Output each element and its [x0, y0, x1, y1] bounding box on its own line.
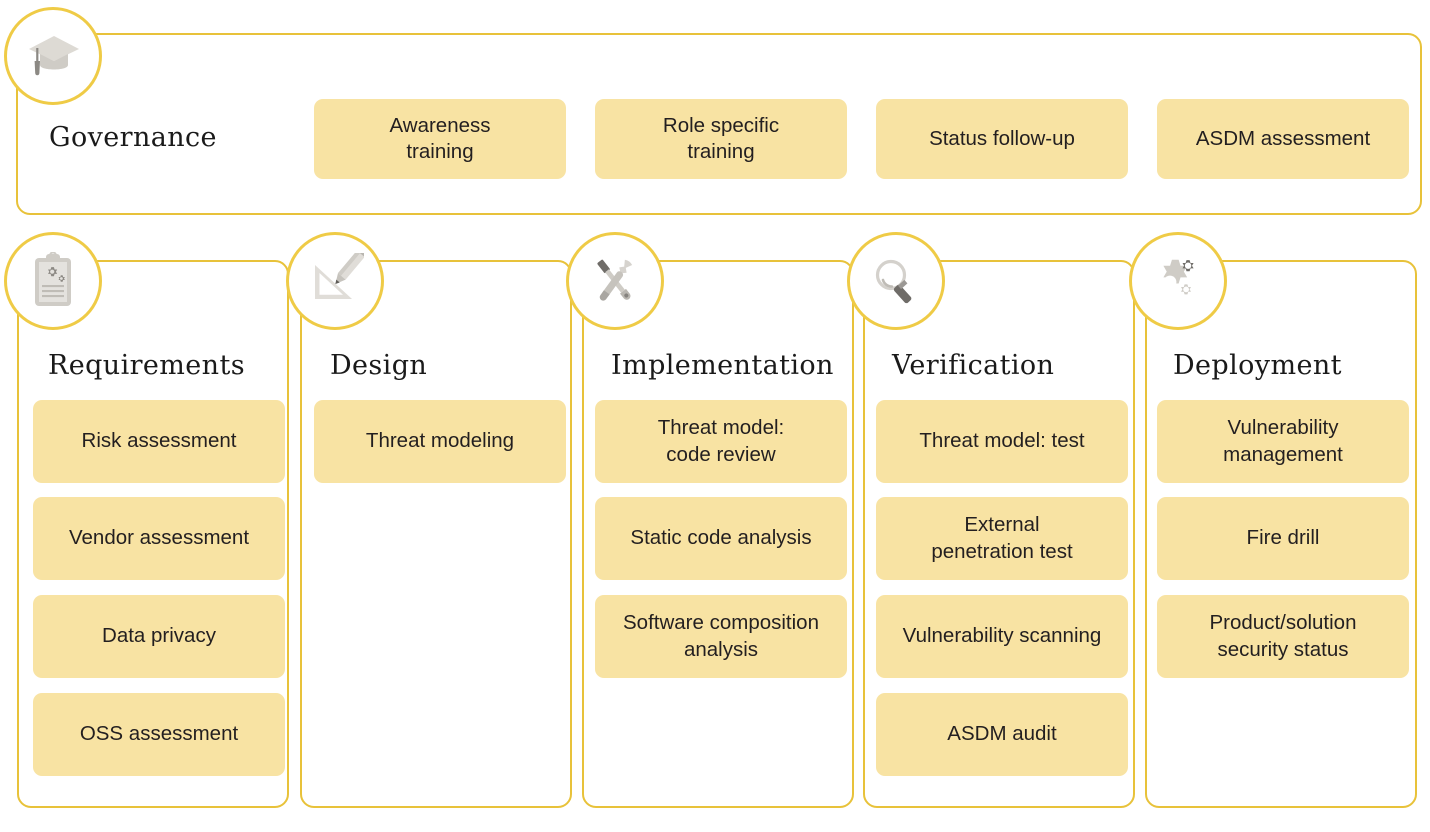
phase-card-threat-model-test[interactable]: Threat model: test [876, 400, 1128, 483]
phase-card-threat-model-code-review[interactable]: Threat model:code review [595, 400, 847, 483]
ruler-pencil-icon-badge [286, 232, 384, 330]
phase-title-implementation: Implementation [611, 350, 834, 381]
phase-card-asdm-audit[interactable]: ASDM audit [876, 693, 1128, 776]
gears-icon [1149, 254, 1207, 308]
magnifier-icon [868, 253, 924, 309]
magnifier-icon-badge [847, 232, 945, 330]
gears-icon-badge [1129, 232, 1227, 330]
ruler-pencil-icon [306, 253, 364, 309]
phase-title-requirements: Requirements [48, 350, 245, 381]
phase-title-deployment: Deployment [1173, 350, 1342, 381]
phase-card-data-privacy[interactable]: Data privacy [33, 595, 285, 678]
governance-title: Governance [49, 122, 217, 153]
wrench-screwdriver-icon-badge [566, 232, 664, 330]
graduation-cap-icon-badge [4, 7, 102, 105]
graduation-cap-icon [24, 30, 82, 82]
clipboard-gears-icon-badge [4, 232, 102, 330]
phase-card-static-code-analysis[interactable]: Static code analysis [595, 497, 847, 580]
phase-panel-design [300, 260, 572, 808]
governance-card-status-follow-up[interactable]: Status follow-up [876, 99, 1128, 179]
phase-card-threat-modeling[interactable]: Threat modeling [314, 400, 566, 483]
phase-card-vulnerability-scanning[interactable]: Vulnerability scanning [876, 595, 1128, 678]
phase-card-risk-assessment[interactable]: Risk assessment [33, 400, 285, 483]
phase-card-vendor-assessment[interactable]: Vendor assessment [33, 497, 285, 580]
phase-card-oss-assessment[interactable]: OSS assessment [33, 693, 285, 776]
phase-card-fire-drill[interactable]: Fire drill [1157, 497, 1409, 580]
phase-title-verification: Verification [892, 350, 1055, 381]
governance-card-asdm-assessment[interactable]: ASDM assessment [1157, 99, 1409, 179]
clipboard-gears-icon [28, 252, 78, 310]
wrench-screwdriver-icon [586, 252, 644, 310]
phase-title-design: Design [330, 350, 428, 381]
